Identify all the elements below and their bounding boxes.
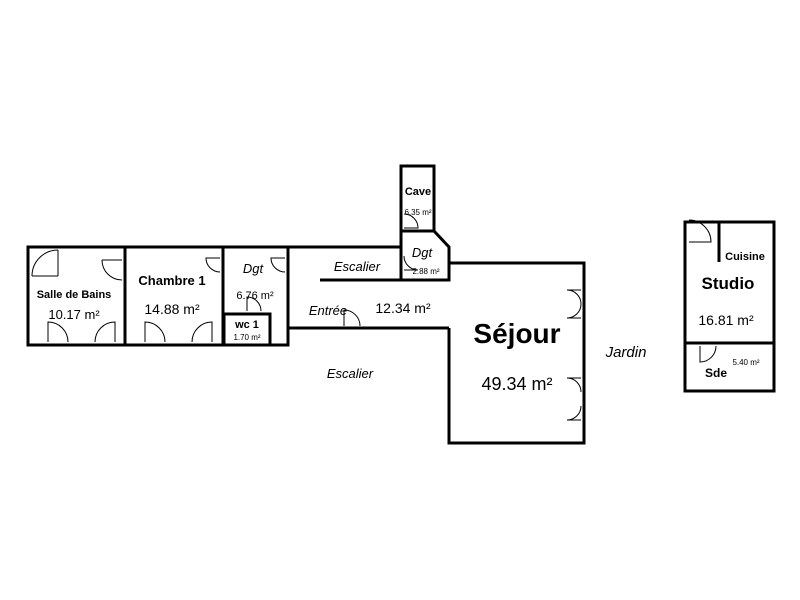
label-wc-1: wc 1 [234, 319, 259, 331]
label-jardin: Jardin [605, 344, 647, 361]
label-studio: Studio [702, 274, 755, 293]
label-escalier-bottom: Escalier [327, 366, 374, 381]
label-escalier-top: Escalier [334, 259, 381, 274]
labels: Salle de Bains 10.17 m² Chambre 1 14.88 … [37, 186, 765, 394]
area-chambre-1: 14.88 m² [144, 301, 200, 317]
label-dgt-left: Dgt [243, 261, 265, 276]
area-sejour: 49.34 m² [481, 374, 552, 394]
area-cave: 6.35 m² [404, 208, 431, 217]
label-chambre-1: Chambre 1 [138, 273, 205, 288]
door-studio-top [688, 219, 712, 243]
door-chambre-1-bottom-right [191, 321, 213, 343]
area-studio: 16.81 m² [698, 312, 754, 328]
area-wc-1: 1.70 m² [233, 333, 260, 342]
wall-cave [399, 164, 436, 233]
label-cave: Cave [405, 186, 431, 198]
door-dgt-left [205, 257, 221, 273]
area-sde: 5.40 m² [732, 358, 759, 367]
label-salle-de-bains: Salle de Bains [37, 289, 112, 301]
doors [31, 213, 717, 421]
door-salle-de-bains-top [31, 249, 59, 277]
label-entree: Entrée [309, 303, 347, 318]
wall-sejour [447, 261, 586, 445]
label-sejour: Séjour [473, 318, 560, 349]
area-entree: 12.34 m² [375, 300, 431, 316]
door-entree [343, 309, 362, 329]
label-sde: Sde [705, 366, 727, 380]
area-salle-de-bains: 10.17 m² [48, 307, 100, 322]
door-dgt-left-right [270, 257, 286, 273]
area-dgt-left: 6.76 m² [236, 290, 274, 302]
label-cuisine: Cuisine [725, 251, 765, 263]
door-sejour-right-1 [566, 289, 582, 319]
wall-studio [683, 220, 776, 393]
label-dgt-right: Dgt [412, 245, 434, 260]
door-sejour-right-2 [566, 377, 582, 421]
area-dgt-right: 2.88 m² [412, 267, 439, 276]
door-wc-1 [246, 296, 262, 312]
door-salle-de-bains-bottom [47, 321, 69, 343]
door-chambre-1-bottom-left [144, 321, 166, 343]
wall-chambre-1 [123, 245, 225, 347]
door-dgt-right [403, 255, 419, 271]
walls [26, 164, 776, 445]
door-cave [403, 213, 419, 229]
door-sde [699, 345, 717, 363]
wall-wc-1 [222, 312, 272, 347]
door-salle-de-bains-bottom-2 [94, 321, 116, 343]
door-salle-de-bains-right [101, 259, 123, 281]
